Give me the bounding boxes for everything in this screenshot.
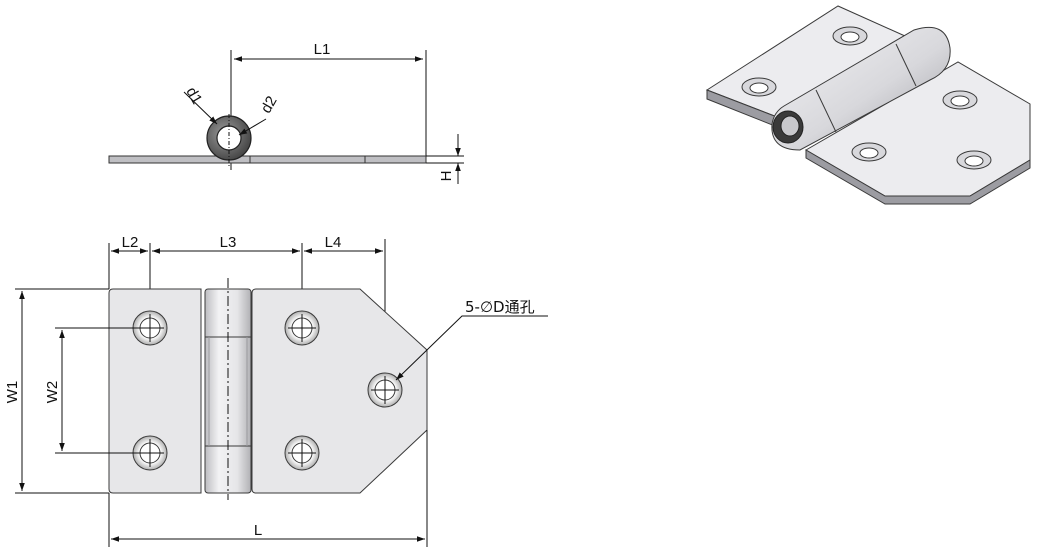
iso-right-leaf-edge (805, 149, 1031, 205)
d2-label: d2 (258, 93, 281, 116)
iso-hole-4 (851, 142, 887, 162)
d1-leader (183, 91, 218, 125)
l1-label: L1 (314, 41, 331, 58)
side-view: L1 d1 d2 H (108, 41, 464, 184)
isometric-view (705, 5, 1031, 205)
d1-label: d1 (182, 84, 205, 107)
l-label: L (254, 522, 262, 539)
iso-hole-1 (741, 77, 777, 97)
iso-barrel (771, 26, 951, 151)
w2-label: W2 (44, 381, 61, 404)
iso-hole-5 (956, 150, 992, 170)
l4-label: L4 (325, 234, 342, 251)
hole-5 (367, 372, 403, 408)
w1-label: W1 (4, 381, 21, 404)
hole-note-leader (395, 315, 548, 381)
plate-side-view (108, 155, 427, 164)
l2-label: L2 (122, 234, 139, 251)
hole-4 (284, 435, 320, 471)
d2-leader (238, 118, 267, 136)
iso-hole-3 (942, 90, 978, 110)
left-leaf (108, 288, 202, 494)
iso-hole-2 (832, 26, 868, 46)
top-view: L2 L3 L4 (4, 234, 548, 547)
h-label: H (438, 171, 455, 182)
l3-label: L3 (220, 234, 237, 251)
hole-note: 5-∅D通孔 (465, 298, 535, 316)
hole-3 (284, 310, 320, 346)
